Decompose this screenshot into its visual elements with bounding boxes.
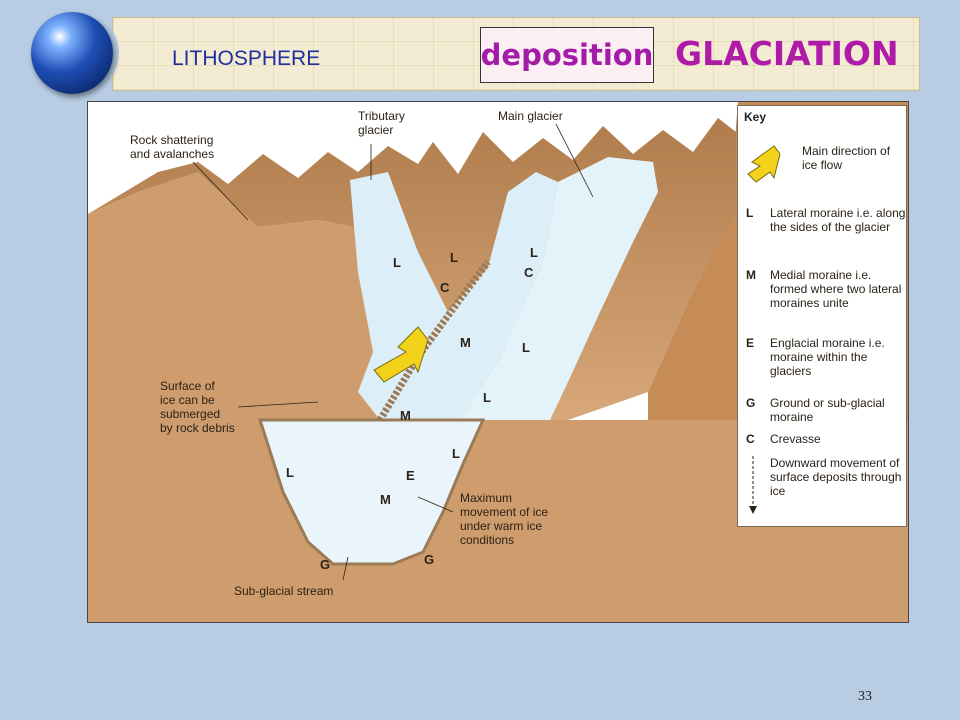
glacier-diagram: Rock shattering and avalanches Tributary… [87,101,909,623]
letter-L: L [530,245,538,260]
lithosphere-label: LITHOSPHERE [172,47,321,70]
letter-L: L [286,465,294,480]
key-downward-arrow-icon [749,456,757,514]
deposition-label: deposition [480,38,654,72]
letter-C: C [440,280,450,295]
letter-L: L [522,340,530,355]
letter-L: L [452,446,460,461]
glaciation-title: GLACIATION [675,34,899,73]
globe-icon [31,12,113,94]
label-surface-3: submerged [160,407,220,421]
label-tributary-1: Tributary [358,109,405,123]
label-surface-1: Surface of [160,379,215,393]
label-main-glacier: Main glacier [498,109,563,123]
leader-main [555,123,594,198]
key-arrow-icon [747,145,781,183]
letter-L: L [450,250,458,265]
medial-moraine [377,259,491,422]
leader-subglacial [342,556,349,581]
label-maximum-3: under warm ice [460,519,542,533]
label-subglacial: Sub-glacial stream [234,584,333,598]
letter-L: L [393,255,401,270]
letter-M: M [400,408,411,423]
letter-M: M [460,335,471,350]
letter-G: G [424,552,434,567]
label-maximum-2: movement of ice [460,505,548,519]
letter-L: L [483,390,491,405]
label-tributary-2: glacier [358,123,393,137]
key-title: Key [744,110,767,124]
ice-flow-arrow [373,326,429,383]
label-maximum-4: conditions [460,533,514,547]
deposition-box: deposition [480,27,654,83]
label-rock-shattering-2: and avalanches [130,147,214,161]
key-panel: Key Main direction of ice flow L Lateral… [737,105,907,527]
label-maximum-1: Maximum [460,491,512,505]
page-number: 33 [858,689,872,704]
ice-cross-section [257,418,486,566]
leader-maximum [417,496,454,513]
letter-E: E [406,468,415,483]
letter-C: C [524,265,534,280]
leader-rock [192,161,249,221]
main-glacier-ice [460,157,658,420]
letter-G: G [320,557,330,572]
leader-surface [237,401,319,408]
letter-M: M [380,492,391,507]
label-surface-4: by rock debris [160,421,235,435]
label-surface-2: ice can be [160,393,215,407]
label-rock-shattering-1: Rock shattering [130,133,213,147]
